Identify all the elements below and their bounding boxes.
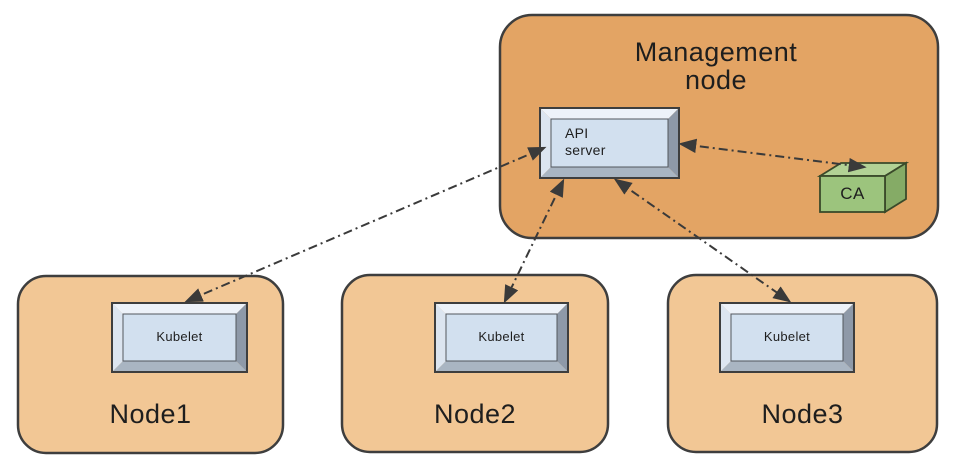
- node3-label: Node3: [761, 399, 844, 429]
- management-node-label: Management node: [634, 37, 798, 95]
- api-server-label: API server: [565, 125, 606, 158]
- api-server-box: [539, 107, 680, 179]
- kubelet2-label: Kubelet: [478, 329, 525, 344]
- node1-label: Node1: [109, 399, 192, 429]
- arrow-api-kubelet2: [503, 178, 565, 304]
- node2-label: Node2: [433, 399, 517, 429]
- kubelet1-label: Kubelet: [156, 329, 203, 344]
- arrow-api-kubelet3: [613, 178, 792, 303]
- ca-label: CA: [840, 184, 865, 203]
- kubelet3-label: Kubelet: [763, 329, 811, 344]
- arrow-api-ca: [678, 138, 867, 173]
- kubelet1-box: [111, 302, 248, 373]
- kubelet3-box: [719, 302, 855, 373]
- arrow-api-kubelet1: [184, 146, 547, 303]
- kubelet2-box: [434, 302, 569, 373]
